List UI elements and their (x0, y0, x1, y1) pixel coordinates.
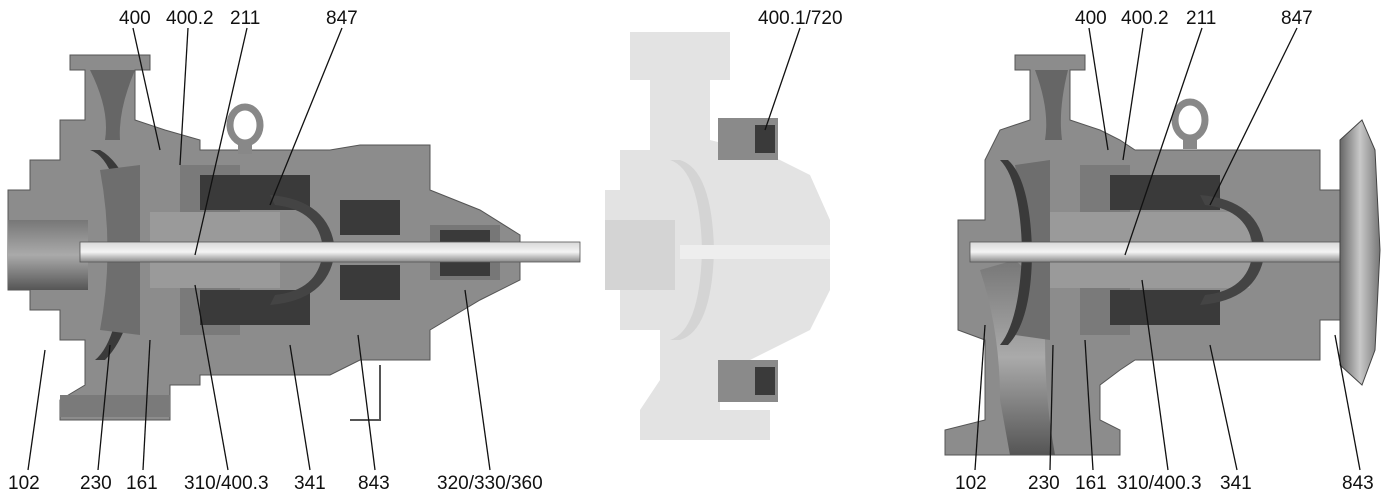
label-right-310-400-3: 310/400.3 (1117, 473, 1202, 494)
label-left-341: 341 (294, 473, 326, 494)
label-left-161: 161 (126, 473, 158, 494)
label-right-161: 161 (1075, 473, 1107, 494)
label-left-230: 230 (80, 473, 112, 494)
label-left-320-330-360: 320/330/360 (437, 473, 543, 494)
leader-lines (27, 27, 1361, 471)
label-right-341: 341 (1220, 473, 1252, 494)
label-left-843: 843 (358, 473, 390, 494)
label-right-847: 847 (1281, 8, 1313, 29)
label-left-102: 102 (8, 473, 40, 494)
label-middle-400-1-720: 400.1/720 (758, 8, 843, 29)
label-right-843: 843 (1342, 473, 1374, 494)
middle-pump-drawing (605, 32, 830, 440)
label-left-400: 400 (119, 8, 151, 29)
right-pump-drawing (944, 54, 1381, 456)
label-right-400-2: 400.2 (1121, 8, 1169, 29)
label-left-211: 211 (230, 8, 260, 29)
label-right-230: 230 (1028, 473, 1060, 494)
label-right-102: 102 (955, 473, 987, 494)
left-pump-drawing (7, 54, 581, 421)
label-left-847: 847 (326, 8, 358, 29)
label-right-211: 211 (1186, 8, 1216, 29)
label-left-310-400-3: 310/400.3 (184, 473, 269, 494)
labels: 400 400.2 211 847 102 230 161 310/400.3 … (8, 8, 1374, 494)
label-right-400: 400 (1075, 8, 1107, 29)
label-left-400-2: 400.2 (166, 8, 214, 29)
